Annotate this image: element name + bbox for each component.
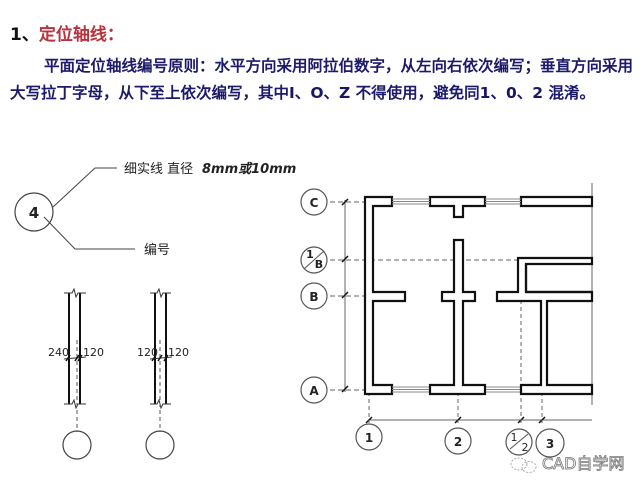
axis-sub-denominator: 2	[522, 441, 529, 454]
paragraph-text: 混淆。	[543, 83, 595, 102]
excluded-letter-i: I	[289, 84, 295, 102]
principle-paragraph: 平面定位轴线编号原则：水平方向采用阿拉伯数字，从左向右依次编写；垂直方向采用大写…	[10, 52, 635, 107]
paragraph-text: 平面定位轴线编号原则：水平方向采用阿拉伯数字，从左向右依次编写；垂直方向采用大写…	[10, 56, 634, 102]
dim-120-right: 120	[168, 346, 189, 359]
axis-label: B	[309, 290, 318, 304]
axis-sub-numerator: 1	[306, 248, 314, 261]
digit-1: 1	[479, 84, 491, 102]
axis-col-1-2: 1 2	[505, 428, 533, 456]
digit-0: 0	[505, 84, 517, 102]
axis-row-a: A	[300, 376, 328, 404]
axis-label: C	[310, 196, 319, 210]
separator: 、	[490, 83, 506, 102]
axis-col-2: 2	[444, 427, 472, 455]
axis-label: A	[309, 384, 319, 398]
watermark-text: CAD自学网	[542, 454, 624, 473]
excluded-letter-o: O	[310, 84, 324, 102]
axis-sub-denominator: B	[315, 258, 323, 271]
number-note: 编号	[144, 243, 170, 258]
axis-circle-legend: 4 细实线 直径 8mm或10mm 编号	[14, 161, 296, 258]
section-number: 1、	[10, 25, 39, 45]
axis-sub-numerator: 1	[511, 431, 518, 444]
diameter-note: 8mm或10mm	[202, 161, 296, 177]
dim-120-left: 120	[137, 346, 158, 359]
axis-label: 1	[365, 431, 373, 445]
axis-row-1b: 1 B	[300, 246, 328, 274]
axis-col-1: 1	[355, 423, 383, 451]
axis-label: 3	[546, 437, 554, 451]
separator: 、	[294, 83, 311, 102]
wechat-icon	[510, 457, 537, 473]
separator: 、	[323, 83, 340, 102]
thin-line-note: 细实线 直径	[124, 162, 193, 177]
digit-2: 2	[532, 84, 544, 102]
legend-circle-number: 4	[29, 204, 39, 222]
excluded-letter-z: Z	[339, 84, 351, 102]
wall-detail-120: 120 120	[137, 287, 189, 460]
floor-plan: C 1 B B A 1 2 1 2	[300, 183, 594, 458]
wall-detail-240: 240 120	[48, 287, 104, 460]
paragraph-text: 不得使用，避免同	[350, 83, 480, 102]
watermark: CAD自学网	[510, 454, 625, 473]
section-title: 定位轴线：	[38, 25, 124, 45]
axis-col-3: 3	[535, 428, 565, 458]
separator: 、	[516, 83, 533, 102]
dim-120-right: 120	[83, 346, 104, 359]
axis-row-b: B	[300, 282, 328, 310]
axis-label: 2	[454, 435, 462, 449]
section-heading: 1、定位轴线：	[10, 20, 124, 45]
dim-240: 240	[48, 346, 69, 359]
axis-row-c: C	[300, 188, 328, 216]
